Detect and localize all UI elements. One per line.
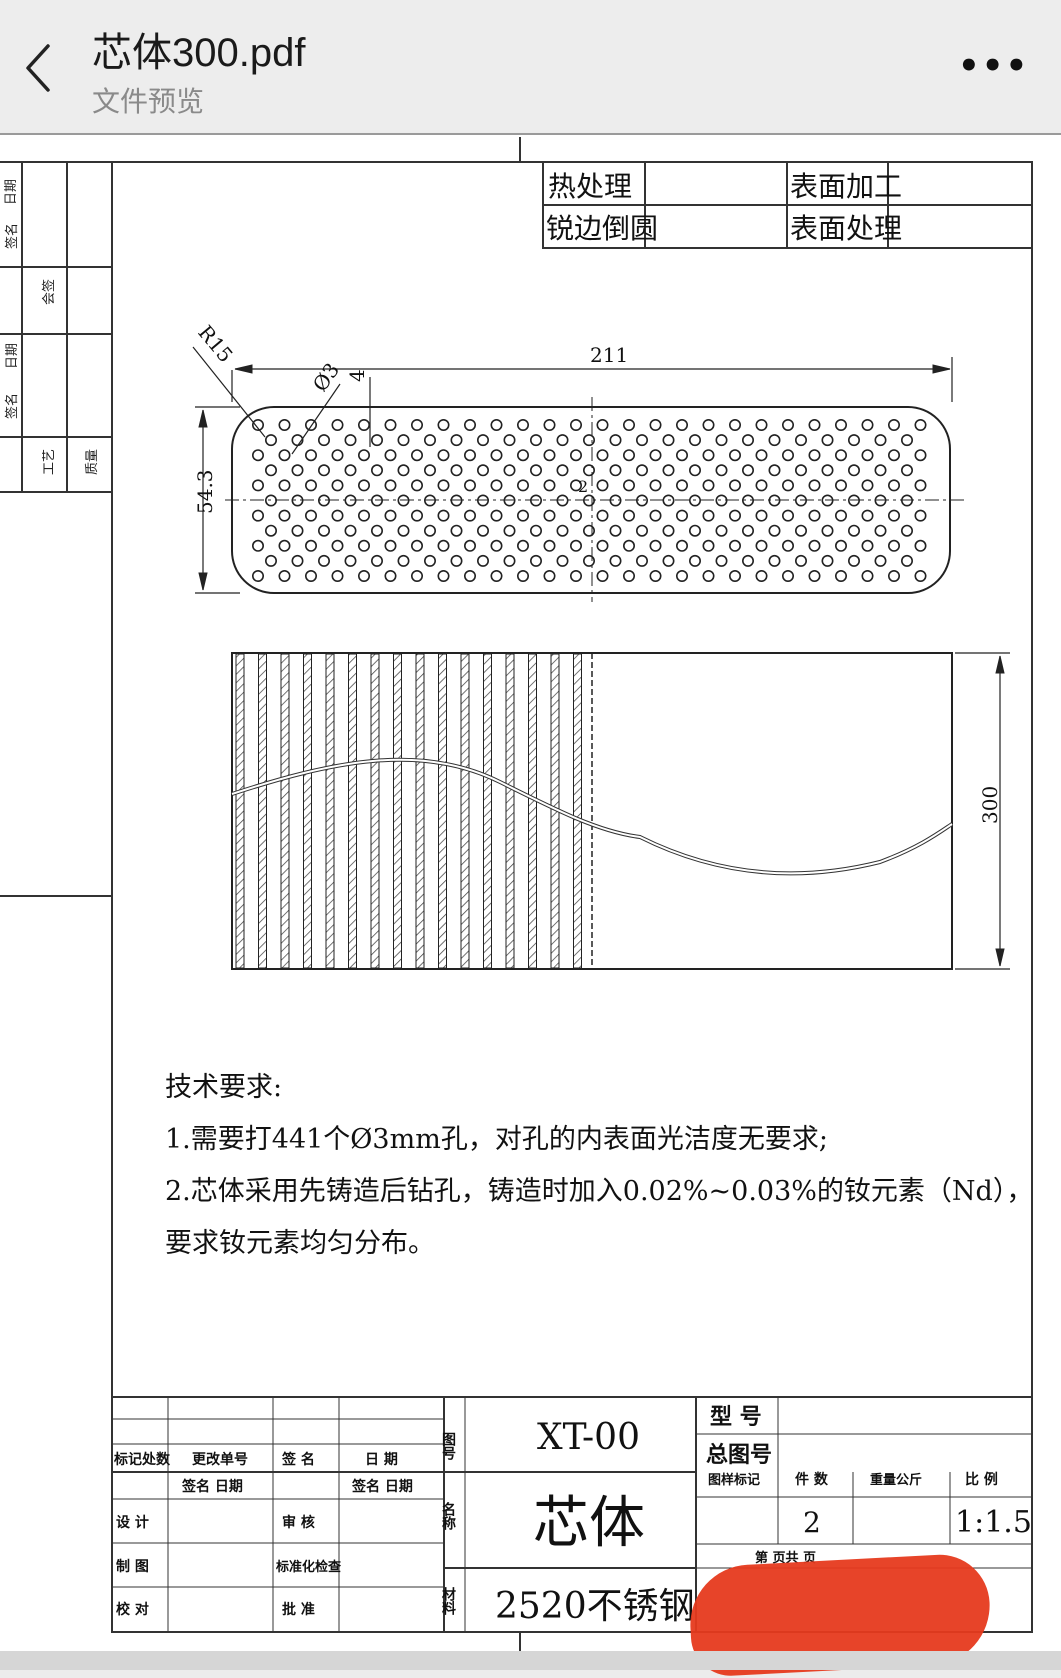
svg-text:图号: 图号 [440,1432,456,1461]
svg-text:批 准: 批 准 [282,1601,315,1618]
svg-text:质量: 质量 [85,449,100,475]
more-options-button[interactable]: ••• [958,46,1027,86]
dim-height: 300 [978,786,1002,824]
tech-req-item-2-cont: 要求钕元素均匀分布。 [165,1228,435,1259]
svg-text:重量公斤: 重量公斤 [870,1472,922,1488]
svg-text:校 对: 校 对 [116,1601,149,1618]
svg-text:签名: 签名 [4,223,20,249]
svg-text:标准化检查: 标准化检查 [275,1559,342,1575]
quantity-value: 2 [803,1506,821,1539]
svg-text:签 名: 签 名 [281,1451,315,1468]
back-button[interactable] [18,36,58,96]
bottom-bar [0,1651,1061,1670]
dim-radius: R15 [193,321,237,367]
file-title: 芯体300.pdf [92,31,306,75]
dim-hole-diameter: Ø3 [308,358,344,396]
svg-text:审 核: 审 核 [282,1514,315,1531]
drawing-number: XT-00 [537,1417,640,1458]
engineering-drawing: 日期 签名 会签 日期 签名 工艺 质量 热处理 锐边倒圆 表面加工 表面处理 [0,137,1033,1653]
scale-value: 1:1.5 [955,1505,1032,1540]
surface-treatment-label: 表面处理 [790,212,902,245]
file-subtitle: 文件预览 [92,85,205,118]
dim-pitch: 4 [345,369,369,382]
dim-length: 211 [590,343,628,367]
svg-text:会签: 会签 [41,279,57,305]
svg-text:件 数: 件 数 [795,1471,829,1488]
svg-text:型 号: 型 号 [710,1404,762,1430]
tech-req-item-1: 1.需要打441个Ø3mm孔，对孔的内表面光洁度无要求; [165,1124,828,1155]
svg-text:材料: 材料 [440,1586,456,1616]
ellipsis-icon: ••• [958,46,1030,86]
svg-text:名称: 名称 [440,1501,456,1531]
dim-offset: 2 [578,477,588,496]
svg-text:图样标记: 图样标记 [708,1472,760,1488]
svg-text:签名: 签名 [4,393,20,419]
pdf-page[interactable]: 日期 签名 会签 日期 签名 工艺 质量 热处理 锐边倒圆 表面加工 表面处理 [0,133,1061,1653]
edge-rounding-label: 锐边倒圆 [546,212,658,245]
top-view [192,346,965,602]
dim-width: 54.3 [193,469,217,514]
svg-text:制 图: 制 图 [116,1558,149,1575]
svg-text:更改单号: 更改单号 [192,1451,248,1468]
svg-text:总图号: 总图号 [706,1442,772,1468]
svg-text:比 例: 比 例 [965,1471,998,1488]
chevron-left-icon [26,44,50,92]
surface-machining-label: 表面加工 [790,170,902,203]
svg-text:设 计: 设 计 [116,1514,149,1531]
svg-text:日 期: 日 期 [365,1452,398,1468]
hole-pattern [252,418,927,582]
svg-text:签名 日期: 签名 日期 [181,1478,243,1495]
heat-treatment-label: 热处理 [548,170,632,203]
app-header: 芯体300.pdf 文件预览 ••• [0,0,1061,132]
svg-text:签名 日期: 签名 日期 [351,1478,413,1495]
tech-req-heading: 技术要求: [165,1072,283,1103]
material: 2520不锈钢 [495,1586,695,1627]
svg-text:标记处数: 标记处数 [113,1451,171,1468]
side-view [231,652,1010,970]
tech-req-item-2: 2.芯体采用先铸造后钻孔，铸造时加入0.02%~0.03%的钕元素（Nd）， [165,1176,1034,1207]
svg-text:工艺: 工艺 [42,449,57,475]
svg-text:日期: 日期 [5,343,20,369]
part-name: 芯体 [533,1491,645,1556]
strip-date-label: 日期 [4,179,19,205]
